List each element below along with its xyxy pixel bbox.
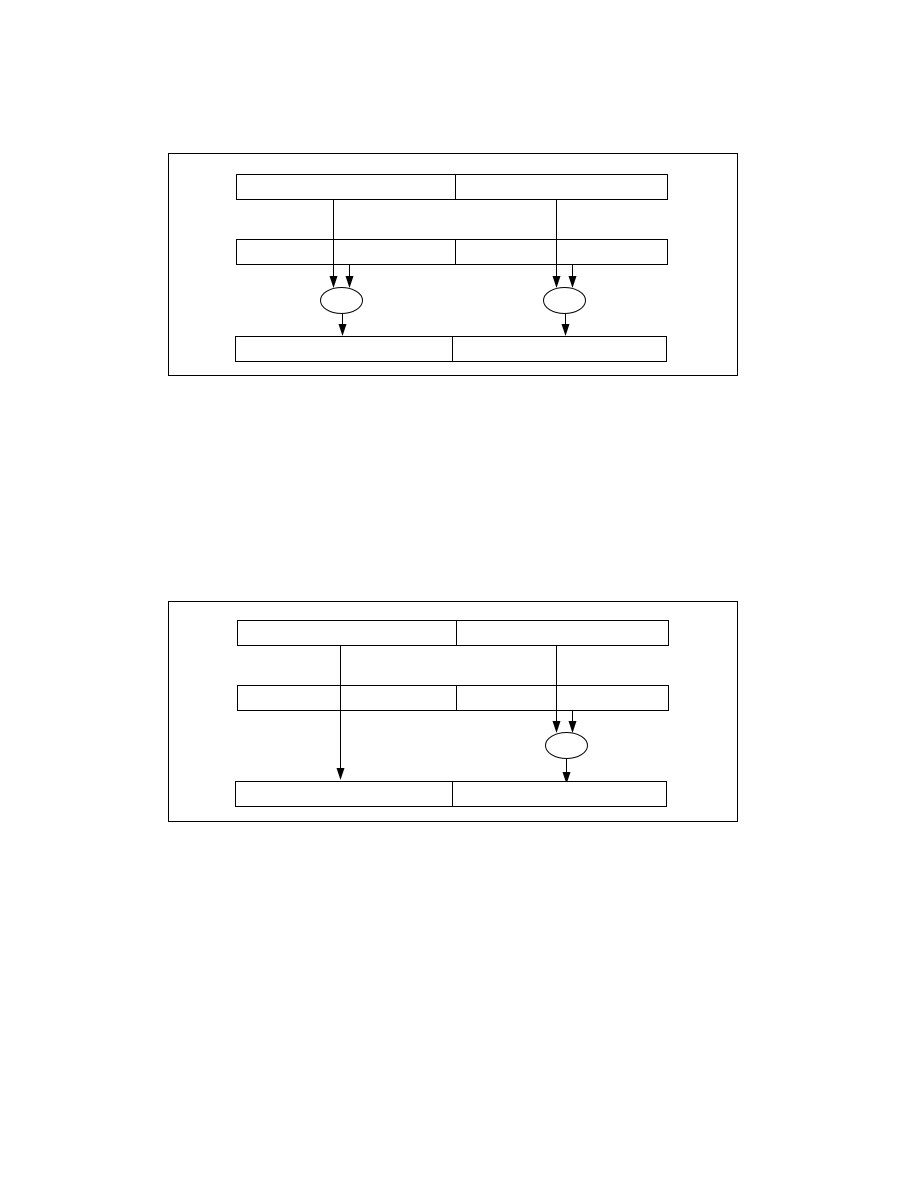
top-left-operand-arrowhead [345, 276, 354, 288]
bottom-destination-register [235, 781, 667, 807]
bottom-right-output-arrowhead [562, 772, 571, 784]
top-right-combine-node [543, 287, 586, 314]
bottom-source-field-right [456, 620, 669, 646]
top-source-field-right [455, 174, 668, 200]
bottom-left-pass-through-arrowhead [336, 768, 345, 780]
bottom-figure [168, 601, 738, 822]
top-left-output-arrowhead [338, 324, 347, 336]
top-left-combine-node [320, 287, 363, 314]
bottom-destination-field-right [452, 781, 667, 807]
top-source-field-left [236, 174, 456, 200]
top-right-operand-arrowhead [568, 276, 577, 288]
bottom-source-register [237, 620, 669, 646]
top-destination-field-right [452, 336, 667, 362]
bottom-operand-register [237, 685, 669, 711]
top-right-output-arrowhead [561, 324, 570, 336]
top-source-register [236, 174, 668, 200]
top-destination-register [235, 336, 667, 362]
bottom-operand-field-left [237, 685, 457, 711]
top-operand-register [236, 239, 668, 265]
bottom-source-field-left [237, 620, 457, 646]
bottom-right-operand-arrowhead [568, 721, 577, 733]
bottom-right-combine-node [545, 732, 588, 759]
top-right-source-arrowhead [552, 276, 561, 288]
top-left-source-arrowhead [329, 276, 338, 288]
top-operand-field-left [236, 239, 456, 265]
bottom-destination-field-left [235, 781, 453, 807]
top-figure [168, 153, 738, 376]
top-destination-field-left [235, 336, 453, 362]
top-operand-field-right [455, 239, 668, 265]
bottom-right-source-arrowhead [552, 721, 561, 733]
bottom-operand-field-right [456, 685, 669, 711]
